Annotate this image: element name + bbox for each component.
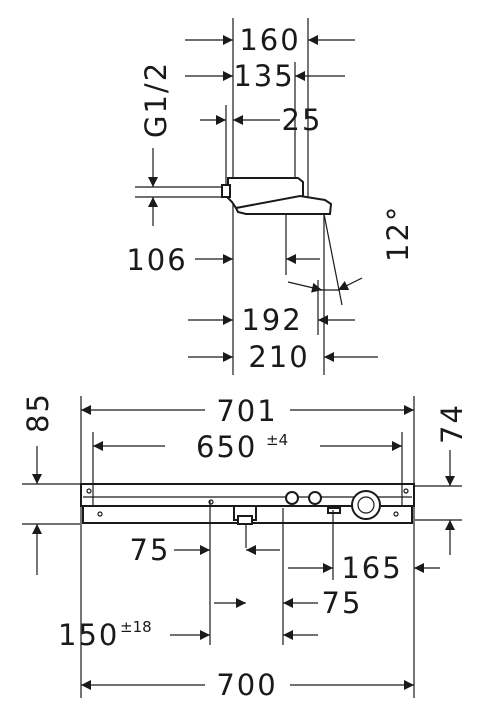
dim-25: 25 xyxy=(200,103,323,137)
dim-85: 85 xyxy=(21,392,80,575)
dim-700: 700 xyxy=(81,668,414,702)
dim-75-right-label: 75 xyxy=(322,586,363,620)
dim-165: 165 xyxy=(282,508,440,645)
dim-25-label: 25 xyxy=(282,103,323,137)
dim-74-label: 74 xyxy=(435,403,469,444)
side-view-body xyxy=(221,177,343,306)
dim-106-label: 106 xyxy=(126,243,187,277)
dim-75-left-label: 75 xyxy=(130,533,171,567)
angle-12: 12° xyxy=(287,205,415,293)
dim-701: 701 xyxy=(81,394,414,428)
dim-75-left: 75 xyxy=(130,500,280,645)
front-view-body xyxy=(80,483,415,548)
dim-210: 210 xyxy=(188,340,378,374)
angle-label: 12° xyxy=(381,205,415,262)
side-view: 160 135 25 G1/2 xyxy=(126,18,415,375)
dim-106: 106 xyxy=(126,243,320,277)
dim-135: 135 xyxy=(185,59,345,93)
dim-150-tolerance: ±18 xyxy=(120,618,152,636)
dim-75-right: 75 xyxy=(214,586,363,620)
dim-150: 150 ±18 xyxy=(58,618,318,652)
dim-85-label: 85 xyxy=(21,392,55,433)
dim-650-label: 650 xyxy=(196,430,257,464)
dim-650: 650 ±4 xyxy=(93,430,402,464)
dim-165-label: 165 xyxy=(341,551,402,585)
dim-74: 74 xyxy=(415,403,469,555)
dim-210-label: 210 xyxy=(248,340,309,374)
thread-label: G1/2 xyxy=(139,61,173,138)
dim-160-label: 160 xyxy=(239,23,300,57)
dim-192-label: 192 xyxy=(241,303,302,337)
dim-650-tolerance: ±4 xyxy=(266,431,288,449)
dim-701-label: 701 xyxy=(216,394,277,428)
dim-135-label: 135 xyxy=(233,59,294,93)
thread-g12: G1/2 xyxy=(135,61,222,226)
front-view: 701 650 ±4 85 74 xyxy=(21,392,469,702)
dim-150-label: 150 xyxy=(58,618,119,652)
dim-160: 160 xyxy=(185,23,355,57)
dim-700-label: 700 xyxy=(216,668,277,702)
dim-192: 192 xyxy=(188,303,355,337)
